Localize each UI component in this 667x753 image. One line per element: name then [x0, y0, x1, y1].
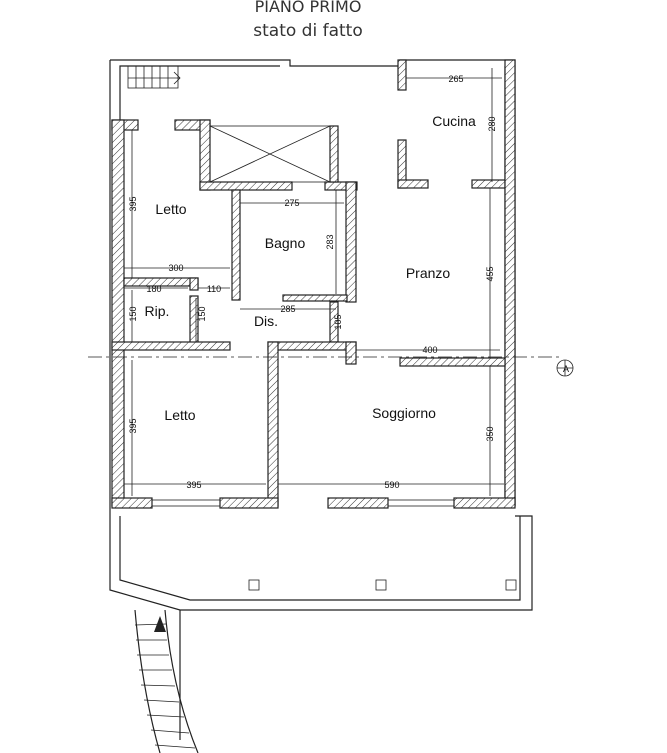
dim-soggiorno-w: 590 [384, 480, 399, 490]
room-bagno: Bagno [265, 235, 306, 251]
plan-subtitle: stato di fatto [253, 21, 362, 41]
dim-rip-h-right: 150 [197, 306, 207, 321]
dim-rip-w2: 110 [207, 284, 221, 294]
room-dis: Dis. [254, 313, 278, 329]
section-axis: A [88, 356, 574, 377]
dim-letto-bottom-h: 395 [128, 418, 138, 433]
dim-cucina-w: 265 [448, 74, 463, 84]
dim-dis-w: 285 [280, 304, 295, 314]
room-cucina: Cucina [432, 113, 476, 129]
dim-soggiorno-h: 350 [485, 426, 495, 441]
dim-pranzo-w: 400 [422, 345, 437, 355]
section-marker: A [563, 364, 569, 374]
room-soggiorno: Soggiorno [372, 405, 436, 421]
room-pranzo: Pranzo [406, 265, 451, 281]
dim-pranzo-h: 455 [485, 266, 495, 281]
bottom-walls [111, 497, 516, 509]
curved-stair [134, 609, 199, 753]
top-stair [127, 65, 181, 89]
rip-walls [111, 277, 348, 351]
balcony [109, 506, 533, 740]
dim-rip-h-left: 150 [128, 306, 138, 321]
room-letto-top: Letto [155, 201, 186, 217]
dim-cucina-h: 280 [487, 116, 497, 131]
plan-title: PIANO PRIMO [255, 0, 362, 16]
room-letto-bottom: Letto [164, 407, 195, 423]
dimension-lines [124, 68, 504, 496]
dim-bagno-w: 275 [284, 198, 299, 208]
shaft [209, 125, 339, 183]
room-rip: Rip. [145, 303, 170, 319]
dim-letto-bottom-w: 395 [186, 480, 201, 490]
dim-rip-w: 180 [146, 284, 161, 294]
dim-letto-top-h: 395 [128, 196, 138, 211]
dim-bagno-h: 283 [325, 234, 335, 249]
dim-letto-top-w: 300 [168, 263, 183, 273]
dim-dis-h: 105 [333, 314, 343, 329]
